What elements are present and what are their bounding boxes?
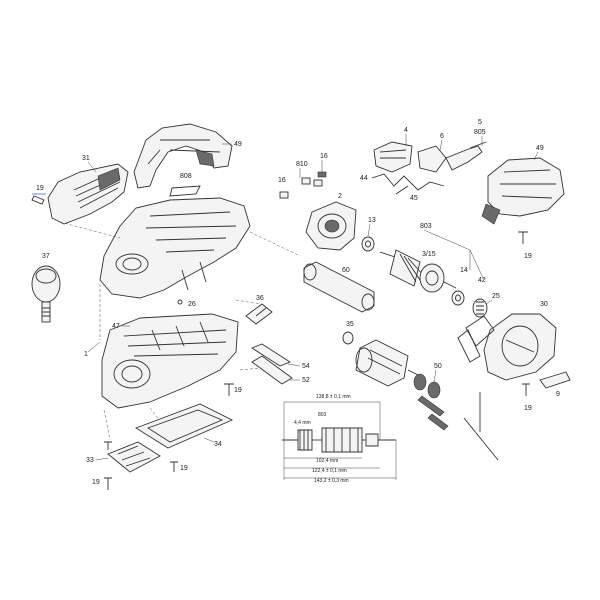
label-50: 50 <box>434 363 442 370</box>
label-52: 52 <box>302 377 310 384</box>
part-blade-54 <box>251 343 291 367</box>
dim-143-2: 143,2 ± 0,3 mm <box>314 478 349 484</box>
screw-icon <box>518 231 528 244</box>
brush-icon <box>279 191 289 199</box>
screw-icon <box>104 477 112 490</box>
bearing-icon <box>451 290 465 306</box>
label-25: 25 <box>492 293 500 300</box>
label-19: 19 <box>92 479 100 486</box>
dim-122-4: 122,4 ± 0,1 mm <box>312 468 347 474</box>
dim-102-4: 102,4 mm <box>316 458 338 464</box>
label-31: 31 <box>82 155 90 162</box>
label-34: 34 <box>214 441 222 448</box>
label-37: 37 <box>42 253 50 260</box>
part-plate-9 <box>539 371 571 389</box>
label-805: 805 <box>474 129 486 136</box>
label-810: 810 <box>296 161 308 168</box>
label-19: 19 <box>524 405 532 412</box>
label-19: 19 <box>36 185 44 192</box>
part-top-cover-49 <box>133 123 233 189</box>
dim-4-4: 4,4 mm <box>294 420 311 426</box>
armature-dimension-drawing: 138,8 ± 0,1 mm 803 4,4 mm 102,4 mm 122,4… <box>282 394 397 484</box>
label-13: 13 <box>368 217 376 224</box>
bearing-icon <box>342 331 354 345</box>
part-badge-808 <box>169 185 201 197</box>
brush-icon <box>301 171 327 187</box>
part-base-plate-34 <box>134 403 234 449</box>
label-1: 1 <box>84 351 88 358</box>
spring-icon <box>371 173 445 195</box>
part-housing-lower <box>101 313 239 409</box>
part-bracket-36 <box>245 303 273 325</box>
dim-part-803: 803 <box>318 412 327 418</box>
label-60: 60 <box>342 267 350 274</box>
label-4: 4 <box>404 127 408 134</box>
bearing-icon <box>413 373 441 399</box>
part-rods <box>417 392 499 461</box>
part-armature-803 <box>379 249 457 293</box>
label-3-15: 3/15 <box>422 251 436 258</box>
screw-icon <box>170 461 178 472</box>
part-shoe-33 <box>107 441 161 473</box>
part-tube-60 <box>303 261 375 313</box>
part-drum <box>355 339 421 387</box>
dim-138-8: 138,8 ± 0,1 mm <box>316 394 351 400</box>
label-9: 9 <box>556 391 560 398</box>
label-35: 35 <box>346 321 354 328</box>
label-42: 42 <box>478 277 486 284</box>
label-6: 6 <box>440 133 444 140</box>
label-26: 26 <box>188 301 196 308</box>
screw-icon <box>522 383 530 396</box>
screw-icon <box>31 195 45 205</box>
label-33: 33 <box>86 457 94 464</box>
label-808: 808 <box>180 173 192 180</box>
label-54: 54 <box>302 363 310 370</box>
part-belt-cover-30 <box>483 313 557 381</box>
bearing-icon <box>361 236 375 252</box>
label-49: 49 <box>234 141 242 148</box>
part-stator-2 <box>305 201 357 251</box>
label-30: 30 <box>540 301 548 308</box>
part-switch-assembly <box>373 141 487 173</box>
label-16: 16 <box>278 177 286 184</box>
part-pulley-25 <box>472 298 488 318</box>
part-blade-52 <box>251 355 293 385</box>
label-47: 47 <box>112 323 120 330</box>
label-803: 803 <box>420 223 432 230</box>
label-19: 19 <box>180 465 188 472</box>
part-cover-31 <box>47 163 129 225</box>
label-14: 14 <box>460 267 468 274</box>
label-44: 44 <box>360 175 368 182</box>
label-2: 2 <box>338 193 342 200</box>
label-16: 16 <box>320 153 328 160</box>
part-drive-belt <box>457 315 495 363</box>
label-45: 45 <box>410 195 418 202</box>
label-19: 19 <box>524 253 532 260</box>
screw-icon <box>224 383 234 396</box>
part-knob-37 <box>31 265 61 323</box>
label-19: 19 <box>234 387 242 394</box>
label-49: 49 <box>536 145 544 152</box>
part-housing-upper <box>99 197 251 299</box>
label-5: 5 <box>478 119 482 126</box>
part-handle-49 <box>481 157 565 225</box>
label-36: 36 <box>256 295 264 302</box>
